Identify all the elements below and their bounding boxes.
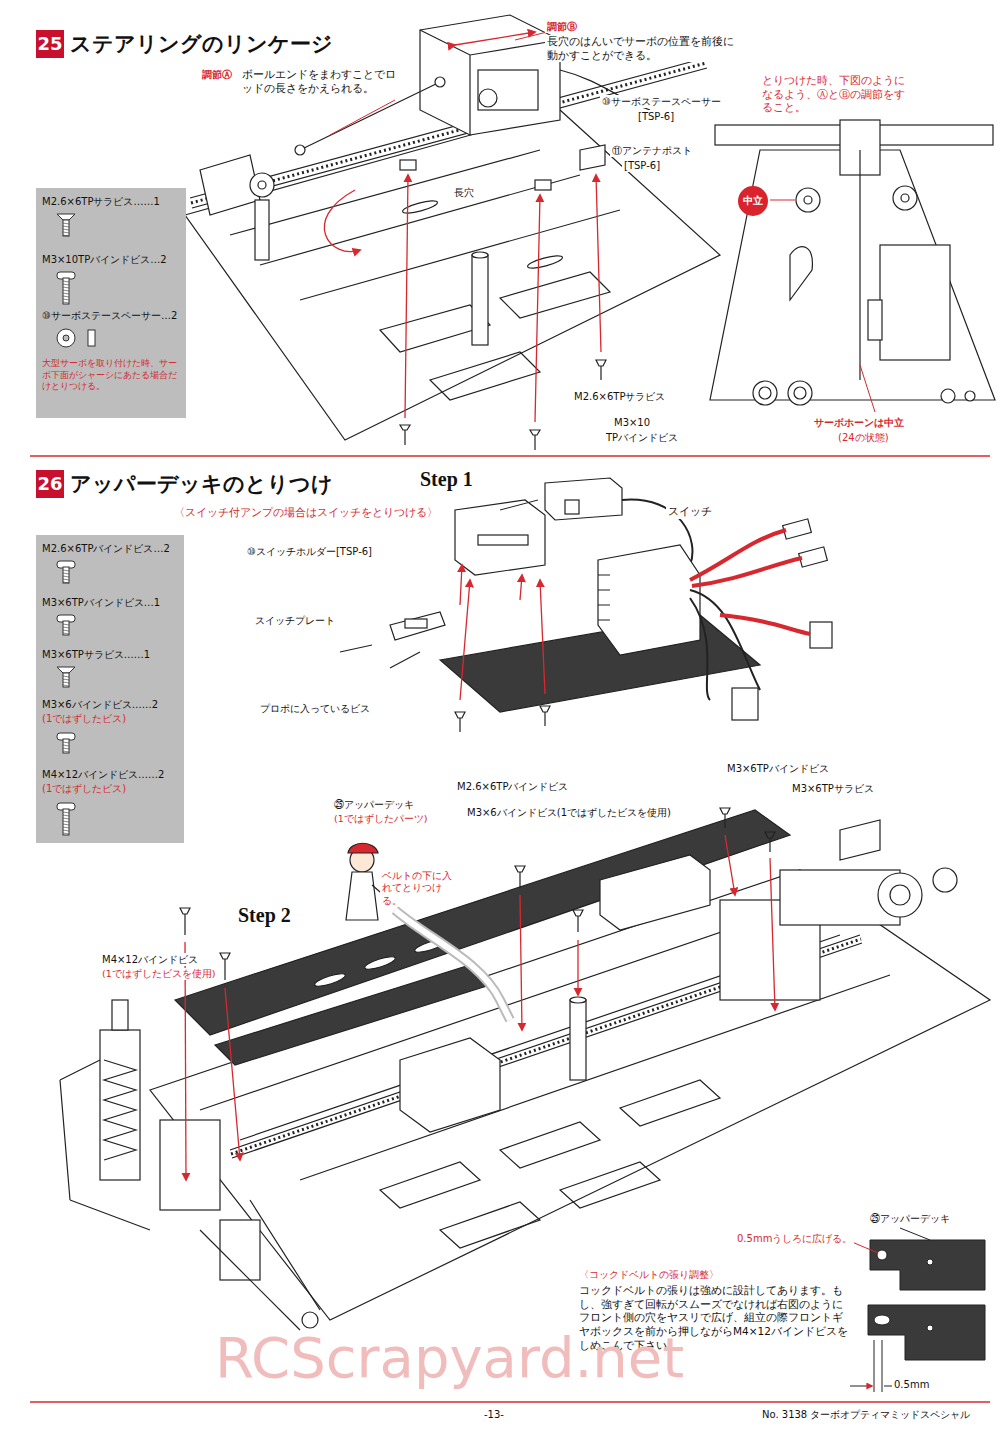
parts-icons xyxy=(36,535,256,935)
section-title: ステアリングのリンケージ xyxy=(70,30,333,58)
part-name: ⑪アンテナポスト xyxy=(610,144,694,157)
part-name: M2.6×6TPバインドビス xyxy=(455,780,570,793)
part-count: M2.6×6TPバインドビス…2 xyxy=(42,543,170,556)
page-number: -13- xyxy=(482,1408,506,1421)
part-code: [TSP-6] xyxy=(622,159,662,172)
part-count: M3×6TPサラビス……1 xyxy=(42,649,150,662)
instruction-note: 〈スイッチ付アンプの場合はスイッチをとりつける〉 xyxy=(172,506,440,520)
annotation: (1ではずしたパーツ) xyxy=(332,813,429,825)
adjust-mark: 調節Ⓑ xyxy=(545,20,579,33)
part-count: ⑩サーボステースペーサー…2 xyxy=(42,310,177,323)
section-heading: 25ステアリングのリンケージ xyxy=(36,30,333,58)
step-heading: Step 1 xyxy=(418,466,475,492)
part-name: M3×6TPサラビス xyxy=(790,782,876,795)
part-name: ⑩サーボステースペーサー xyxy=(600,95,723,108)
part-name: ⑩スイッチホルダー[TSP-6] xyxy=(245,545,374,558)
part-count: (1ではずしたビス) xyxy=(42,783,126,796)
part-count: M4×12バインドビス……2 xyxy=(42,769,164,782)
part-count: M2.6×6TPサラビス……1 xyxy=(42,196,160,209)
annotation: (1ではずしたビスを使用) xyxy=(100,968,217,980)
part-name: スイッチプレート xyxy=(253,614,337,627)
footer: No. 3138 ターボオプティマミッドスペシャル xyxy=(760,1408,972,1421)
speech-note: ベルトの下に入れてとりつける。 xyxy=(380,870,454,907)
part-name: M4×12バインドビス xyxy=(100,953,200,966)
part-name: TPバインドビス xyxy=(604,431,680,444)
part-code: [TSP-6] xyxy=(636,110,676,123)
part-count: M3×10TPバインドビス…2 xyxy=(42,254,167,267)
part-name: ㉕アッパーデッキ xyxy=(868,1212,952,1225)
parts-note: 大型サーボを取り付けた時、サーボ下面がシャーシにあたる場合だけとりつける。 xyxy=(42,358,180,393)
part-count: M3×6TPバインドビス…1 xyxy=(42,597,160,610)
part-name: M2.6×6TPサラビス xyxy=(572,390,667,403)
section-heading: 26アッパーデッキのとりつけ xyxy=(36,470,333,498)
annotation: ボールエンドをまわすことでロッドの長さをかえられる。 xyxy=(240,68,404,95)
step-number: 26 xyxy=(36,470,64,498)
section-title: アッパーデッキのとりつけ xyxy=(70,470,333,498)
part-name: M3×6TPバインドビス xyxy=(725,762,831,775)
instruction-note: とりつけた時、下図のようになるよう、ⒶとⒷの調節をすること。 xyxy=(760,74,914,115)
dimension: 0.5mm xyxy=(892,1378,931,1391)
part-name: ㉕アッパーデッキ xyxy=(332,798,416,811)
note-heading: 〈コックドベルトの張り調整〉 xyxy=(577,1268,721,1281)
parts-list-box: M2.6×6TPサラビス……1M3×10TPバインドビス…2 ⑩サーボステースペー… xyxy=(36,188,186,418)
dimension-note: 0.5mmうしろに広げる。 xyxy=(735,1232,854,1245)
part-name: プロポに入っているビス xyxy=(258,702,372,715)
parts-list-box: M2.6×6TPバインドビス…2M3×6TPバインドビス…1M3×6TPサラビス… xyxy=(36,535,184,843)
step-number: 25 xyxy=(36,30,64,58)
part-name: M3×10 xyxy=(612,416,652,429)
part-count: (1ではずしたビス) xyxy=(42,713,126,726)
annotation: 長穴のはんいでサーボの位置を前後に動かすことができる。 xyxy=(545,35,739,62)
part-count: M3×6バインドビス……2 xyxy=(42,699,158,712)
watermark: RCScrapyard.net xyxy=(215,1322,684,1395)
part-name: 長穴 xyxy=(452,186,476,199)
step-heading: Step 2 xyxy=(236,902,293,928)
neutral-marker: 中立 xyxy=(738,186,768,216)
annotation: (24の状態) xyxy=(836,431,891,444)
part-name: M3×6バインドビス(1ではずしたビスを使用) xyxy=(465,806,673,819)
annotation: サーボホーンは中立 xyxy=(812,416,906,429)
part-name: スイッチ xyxy=(666,505,714,519)
marker-text: 中立 xyxy=(743,194,763,208)
adjust-mark: 調節Ⓐ xyxy=(200,68,234,81)
